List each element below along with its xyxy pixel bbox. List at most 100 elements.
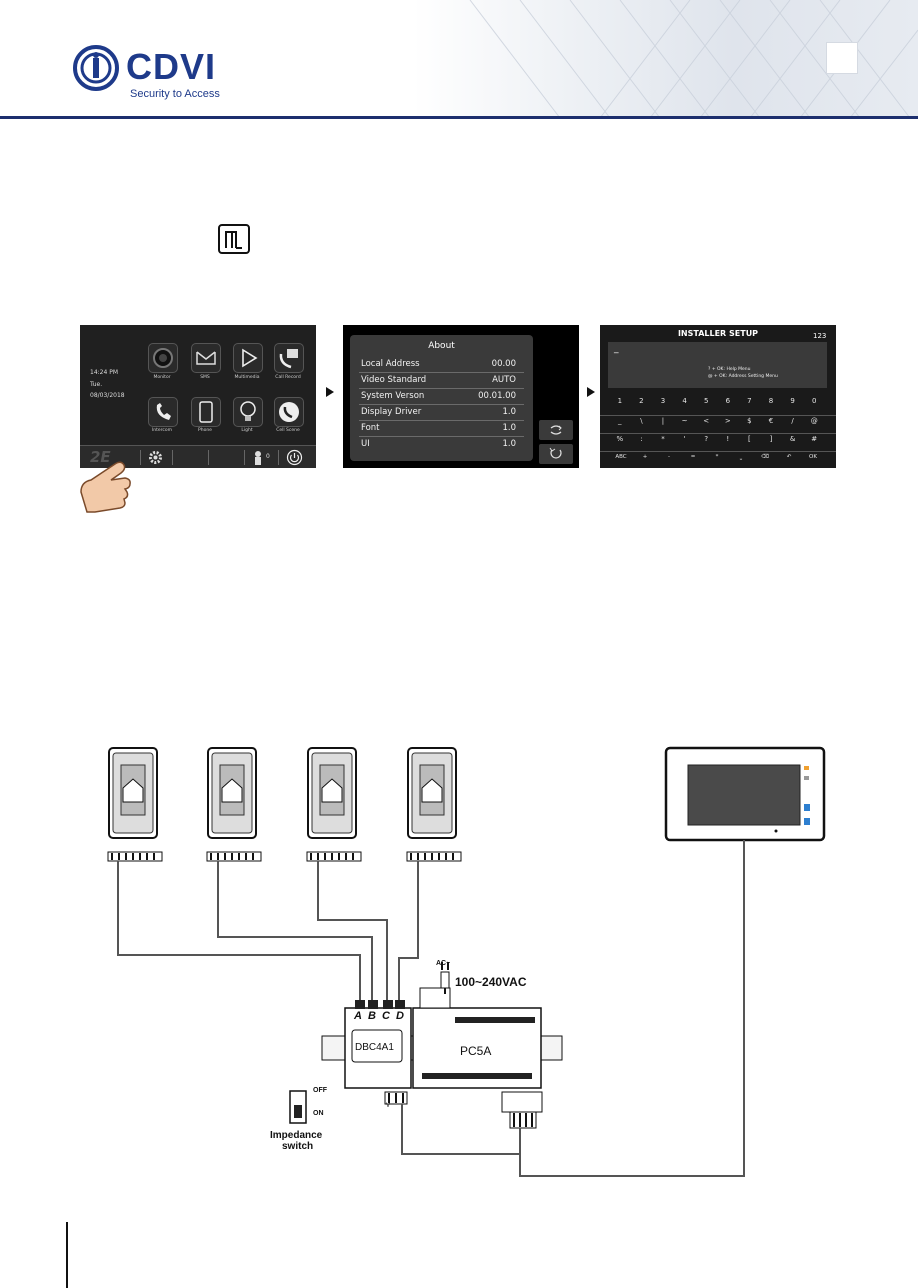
door-station-b: [207, 747, 257, 839]
about-title: About: [428, 341, 455, 351]
keyboard-key[interactable]: 1: [617, 397, 623, 405]
keyboard-key[interactable]: !: [726, 435, 730, 443]
keyboard-key[interactable]: =: [690, 454, 696, 460]
keyboard-key[interactable]: 5: [703, 397, 709, 405]
keyboard-key[interactable]: _: [618, 417, 622, 425]
multimedia-tile[interactable]: [233, 343, 263, 373]
pc5a-module: [412, 987, 543, 1129]
keyboard-key[interactable]: 0: [811, 397, 817, 405]
row-label: Display Driver: [361, 407, 422, 417]
call-record-tile[interactable]: [274, 343, 304, 373]
envelope-icon: [196, 351, 216, 365]
status-count: 0: [266, 453, 270, 460]
switch-on-label: ON: [313, 1110, 324, 1117]
keyboard-key[interactable]: ?: [704, 435, 709, 443]
cell-scene-tile[interactable]: [274, 397, 304, 427]
input-mode-indicator[interactable]: 123: [813, 332, 827, 340]
refresh-button[interactable]: [539, 420, 573, 440]
handset-icon: [156, 403, 171, 420]
keyboard-key[interactable]: 3: [660, 397, 666, 405]
keyboard-key[interactable]: |: [661, 417, 665, 425]
keyboard-key[interactable]: 4: [682, 397, 687, 405]
power-voltage-label: 100~240VAC: [455, 975, 527, 989]
keyboard-key[interactable]: €: [768, 417, 774, 425]
installer-input-area[interactable]: _ ? + OK: Help Menu @ + OK: Address Sett…: [608, 342, 827, 388]
keyboard-key[interactable]: #: [811, 435, 818, 443]
keyboard-key[interactable]: @: [810, 417, 818, 425]
person-icon: [255, 451, 261, 465]
keyboard-key[interactable]: /: [791, 417, 794, 425]
brand-name: CDVI: [126, 46, 217, 87]
keyboard-key[interactable]: $: [747, 417, 752, 425]
switch-caption-line2: switch: [282, 1141, 314, 1152]
keyboard-key[interactable]: ABC: [615, 454, 627, 460]
keyboard-key[interactable]: ]: [769, 435, 773, 443]
tile-label: Phone: [198, 428, 212, 433]
divider: [140, 450, 141, 465]
row-label: Video Standard: [361, 375, 427, 385]
keyboard-key[interactable]: <: [703, 417, 710, 425]
phone-tile[interactable]: [191, 397, 221, 427]
keyboard-key[interactable]: :: [640, 435, 643, 443]
terminal-blocks: [107, 851, 462, 862]
header-band: [0, 0, 918, 118]
2easy-logo: 2E: [90, 448, 111, 466]
monitor-tile[interactable]: [148, 343, 178, 373]
keyboard-key[interactable]: %: [616, 435, 624, 443]
play-icon: [242, 348, 258, 368]
keyboard-key[interactable]: 9: [790, 397, 795, 405]
mobile-icon: [199, 401, 213, 423]
door-station-d: [407, 747, 457, 839]
keyboard-key[interactable]: [: [748, 435, 751, 443]
keyboard-key[interactable]: 2: [639, 397, 644, 405]
row-label: Local Address: [361, 359, 420, 369]
installer-screen: INSTALLER SETUP 123 _ ? + OK: Help Menu …: [600, 325, 836, 468]
arrow-right-icon: [587, 387, 595, 397]
keyboard-key[interactable]: +: [642, 454, 648, 460]
keyboard-key[interactable]: -: [668, 454, 670, 460]
back-button[interactable]: [539, 444, 573, 464]
keyboard-key[interactable]: ⌫: [761, 454, 769, 460]
light-tile[interactable]: [233, 397, 263, 427]
keyboard-key[interactable]: *: [715, 454, 719, 460]
keyboard-key[interactable]: OK: [809, 454, 817, 460]
keyboard-key[interactable]: \: [640, 417, 643, 425]
keyboard-key[interactable]: 6: [725, 397, 731, 405]
keyboard-key[interactable]: ⎵: [739, 454, 743, 460]
keyboard-divider: [600, 451, 836, 452]
intercom-tile[interactable]: [148, 397, 178, 427]
keyboard-key[interactable]: &: [789, 435, 796, 443]
divider: [172, 450, 173, 465]
channel-b-label: B: [368, 1010, 376, 1022]
keyboard-key[interactable]: 8: [768, 397, 774, 405]
keyboard-key[interactable]: ↶: [786, 454, 792, 460]
dbc4a1-label: DBC4A1: [355, 1042, 394, 1053]
dbc4a1-module: [344, 1000, 412, 1089]
about-row: Display Driver 1.0: [359, 405, 524, 421]
row-label: UI: [361, 439, 370, 449]
keyboard-divider: [600, 415, 836, 416]
home-day: Tue.: [90, 381, 103, 388]
gear-icon[interactable]: [148, 450, 163, 465]
keyboard-key[interactable]: *: [661, 435, 665, 443]
keyboard-key[interactable]: >: [724, 417, 731, 425]
keyboard-key[interactable]: 7: [747, 397, 752, 405]
sms-tile[interactable]: [191, 343, 221, 373]
station-cables: [117, 861, 419, 1002]
keyboard-key[interactable]: ': [683, 435, 686, 443]
keyboard-key[interactable]: ~: [681, 417, 688, 425]
home-bottom-bar: 2E 0: [80, 445, 316, 468]
tile-label: Cell Scene: [276, 428, 300, 433]
brand-logo: CDVI Security to Access: [72, 44, 232, 102]
power-icon[interactable]: [286, 449, 303, 466]
camera-icon: [153, 348, 173, 368]
row-value: 1.0: [502, 407, 516, 417]
row-label: Font: [361, 423, 380, 433]
help-hint: ? + OK: Help Menu: [708, 367, 751, 372]
call-record-icon: [279, 349, 298, 369]
home-date: 08/03/2018: [90, 392, 125, 399]
divider: [278, 450, 279, 465]
